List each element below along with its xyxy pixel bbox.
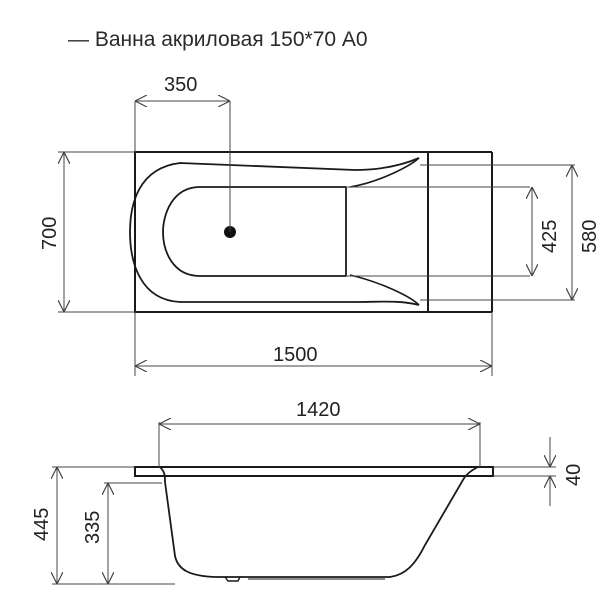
drain-foot [224,576,241,582]
top-view: 350 700 1500 425 580 [39,74,600,376]
dim-1420: 1420 [296,399,341,421]
dim-445: 445 [31,508,53,541]
side-view: 1420 40 445 335 [31,399,585,585]
tub-outline-top [134,151,429,313]
tub-rim [134,466,494,477]
dim-1500: 1500 [273,344,318,366]
drawing-title: — Ванна акриловая 150*70 A0 [68,28,368,51]
dim-350: 350 [164,74,197,96]
dim-580: 580 [579,220,600,253]
dim-40: 40 [563,464,585,486]
bowl-inner [162,186,346,277]
bowl-outer [129,157,420,306]
dim-425: 425 [539,220,561,253]
tub-body-profile [159,466,479,578]
dim-700: 700 [39,217,61,250]
dim-335: 335 [82,511,104,544]
